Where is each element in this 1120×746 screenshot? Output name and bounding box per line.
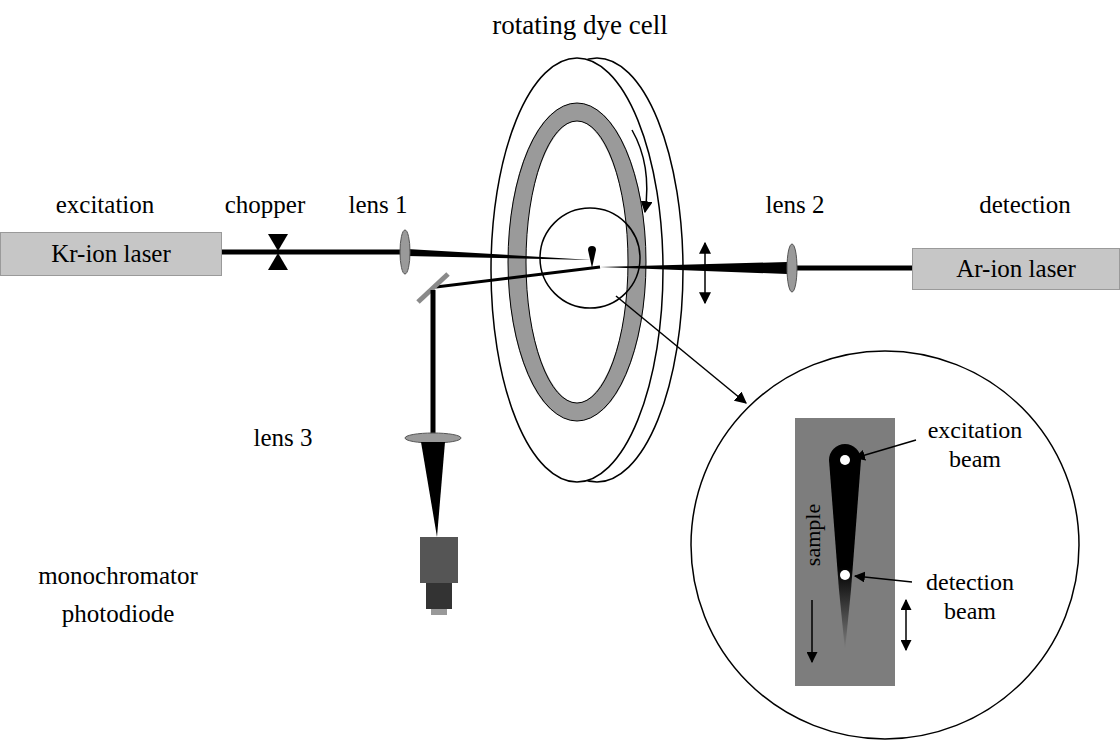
monochromator-symbol: [420, 537, 458, 583]
part-label: monochromator photodiode: [28, 557, 208, 633]
node-text: excitation beam: [920, 416, 1030, 474]
part-label: detection: [945, 190, 1105, 220]
focused-reflected-beam: [421, 442, 445, 537]
node-text: Ar-ion laser: [956, 255, 1076, 283]
part-label: chopper: [205, 190, 325, 220]
excitation-spot: [840, 455, 850, 465]
photodiode-symbol: [426, 583, 452, 609]
dye-ring: [517, 112, 637, 412]
lens-symbol: [787, 244, 797, 292]
lens-symbol: [400, 230, 410, 274]
focused-excitation-beam: [407, 249, 592, 260]
translation-arrow: [905, 600, 907, 650]
chopper-symbol: [268, 234, 288, 251]
translation-arrow: [704, 243, 706, 303]
excited-trail: [829, 444, 861, 650]
leader-arrow: [855, 440, 916, 458]
part-label: lens 1: [318, 190, 438, 220]
reflected-beam: [431, 290, 436, 434]
part-label: rotating dye cell: [440, 10, 720, 40]
detection-spot: [840, 570, 850, 580]
zoom-arrow: [616, 296, 746, 403]
part-label: excitation: [15, 190, 195, 220]
node-text: detection beam: [915, 568, 1025, 626]
excitation-spot: [588, 246, 596, 268]
laser-box: Kr-ion laser: [0, 232, 222, 276]
sample-strip: sample: [795, 418, 895, 686]
laser-box: Ar-ion laser: [912, 248, 1120, 290]
part-label: lens 3: [223, 423, 343, 453]
circle-outline: [691, 351, 1079, 739]
part-label: lens 2: [735, 190, 855, 220]
lens-symbol: [405, 433, 461, 443]
rotation-arrow: [632, 130, 647, 212]
detection-beam: [436, 267, 600, 287]
photodiode-pins: [431, 609, 447, 615]
node-text: Kr-ion laser: [51, 240, 171, 268]
magnified-view-circle: excitation beam detection beam sample: [690, 350, 1080, 740]
focused-detection-beam: [600, 262, 787, 274]
detection-beam: [795, 266, 912, 271]
sample-motion-arrow: [811, 600, 813, 662]
leader-arrow: [855, 576, 912, 582]
dye-ring-inner-edge: [526, 121, 628, 403]
chopper-symbol: [268, 253, 288, 270]
node-text: sample: [800, 504, 826, 566]
dye-ring-outer-edge: [508, 103, 646, 421]
excitation-beam: [222, 250, 403, 255]
